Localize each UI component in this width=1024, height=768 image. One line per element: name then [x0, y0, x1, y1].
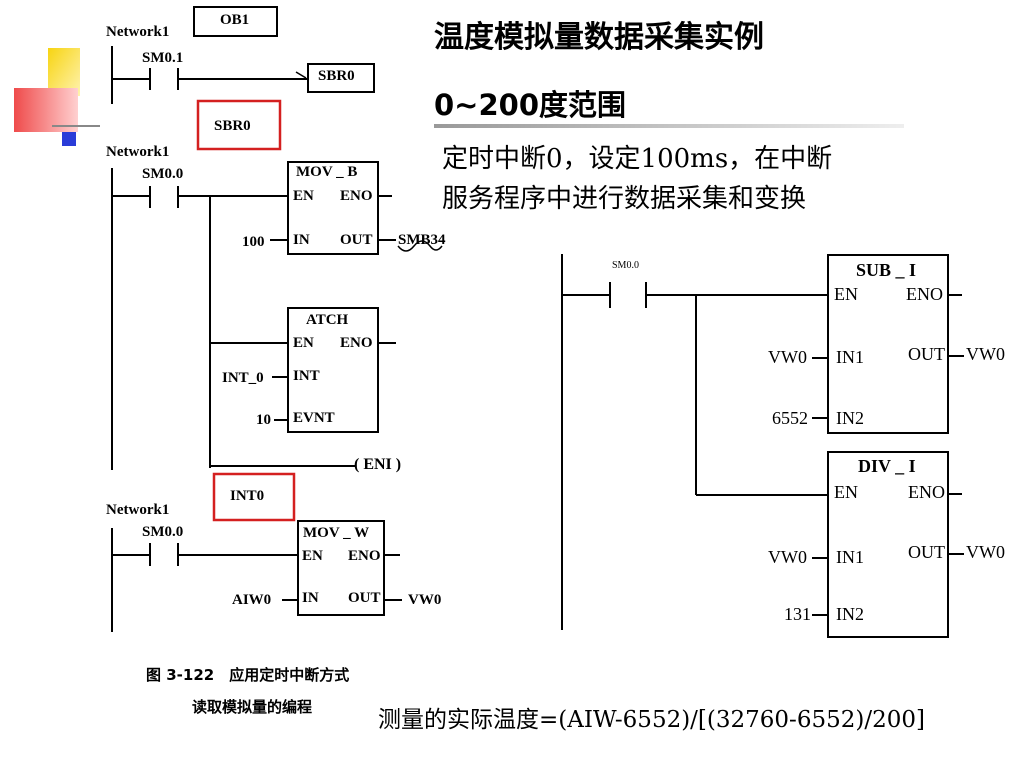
atch-title: ATCH	[306, 312, 349, 328]
atch-int-value: INT_0	[222, 370, 264, 386]
right-contact-label: SM0.0	[612, 260, 639, 271]
figure-caption-line-1: 图 3-122 应用定时中断方式	[146, 666, 350, 684]
sub-i-en: EN	[834, 284, 858, 304]
div-i-in2: IN2	[836, 604, 864, 624]
int0-highlight	[212, 472, 296, 522]
sub-i-in1-value: VW0	[768, 347, 807, 367]
sbr0-highlight	[196, 99, 282, 151]
sbr0-coil-label: SBR0	[318, 68, 355, 84]
sub-i-block	[827, 254, 949, 434]
div-i-in2-value: 131	[784, 604, 811, 624]
network1-contact-label: SM0.1	[142, 50, 184, 66]
div-i-in1: IN1	[836, 547, 864, 567]
div-i-title: DIV _ I	[858, 456, 916, 476]
mov-b-out: OUT	[340, 232, 373, 248]
atch-evnt: EVNT	[293, 410, 335, 426]
network3-contact-label: SM0.0	[142, 524, 184, 540]
atch-eno: ENO	[340, 335, 373, 351]
ob1-label: OB1	[220, 12, 250, 28]
sub-i-out-value: VW0	[966, 344, 1005, 364]
mov-w-in: IN	[302, 590, 319, 606]
network1-title: Network1	[106, 24, 170, 40]
atch-int: INT	[293, 368, 320, 384]
div-i-in1-value: VW0	[768, 547, 807, 567]
sbr0-label: SBR0	[214, 118, 251, 134]
network2-title: Network1	[106, 144, 170, 160]
slide-title: 温度模拟量数据采集实例	[434, 20, 764, 55]
sbr0-coil	[307, 63, 375, 93]
sub-i-in1: IN1	[836, 347, 864, 367]
div-i-eno: ENO	[908, 482, 945, 502]
mov-b-en: EN	[293, 188, 314, 204]
mov-w-in-value: AIW0	[232, 592, 272, 608]
mov-b-block	[287, 161, 379, 255]
ob1-box	[193, 6, 278, 37]
sub-i-in2: IN2	[836, 408, 864, 428]
div-i-out-value: VW0	[966, 542, 1005, 562]
mov-w-eno: ENO	[348, 548, 381, 564]
description-line-1: 定时中断0，设定100ms，在中断	[442, 144, 833, 174]
network2-contact-label: SM0.0	[142, 166, 184, 182]
right-ladder-diagram	[561, 254, 964, 638]
sub-i-in2-value: 6552	[772, 408, 808, 428]
mov-b-in: IN	[293, 232, 310, 248]
eni-coil: ( ENI )	[354, 456, 402, 473]
sub-i-out: OUT	[908, 344, 945, 364]
sub-i-title: SUB _ I	[856, 260, 917, 280]
sub-i-eno: ENO	[906, 284, 943, 304]
range-subtitle: 0~200度范围	[434, 88, 627, 122]
mov-w-out: OUT	[348, 590, 381, 606]
mov-w-block	[297, 520, 385, 616]
description-line-2: 服务程序中进行数据采集和变换	[442, 184, 807, 214]
mov-b-out-value: SMB34	[398, 232, 446, 248]
left-ladder-diagram	[111, 6, 443, 632]
deco-blue-square	[62, 132, 76, 146]
mov-b-eno: ENO	[340, 188, 373, 204]
temperature-formula: 测量的实际温度=(AIW-6552)/[(32760-6552)/200]	[378, 707, 925, 733]
int0-label: INT0	[230, 488, 265, 504]
figure-caption-line-2: 读取模拟量的编程	[192, 698, 313, 716]
network3-title: Network1	[106, 502, 170, 518]
subtitle-underline	[434, 124, 904, 128]
div-i-en: EN	[834, 482, 858, 502]
mov-w-title: MOV _ W	[303, 525, 370, 541]
mov-w-out-value: VW0	[408, 592, 442, 608]
mov-b-title: MOV _ B	[296, 164, 358, 180]
mov-b-in-value: 100	[242, 234, 265, 250]
decoration	[14, 48, 100, 146]
div-i-block	[827, 451, 949, 638]
atch-block	[287, 307, 379, 433]
deco-red-bar	[14, 88, 78, 132]
mov-w-en: EN	[302, 548, 323, 564]
div-i-out: OUT	[908, 542, 945, 562]
atch-evnt-value: 10	[256, 412, 271, 428]
atch-en: EN	[293, 335, 314, 351]
